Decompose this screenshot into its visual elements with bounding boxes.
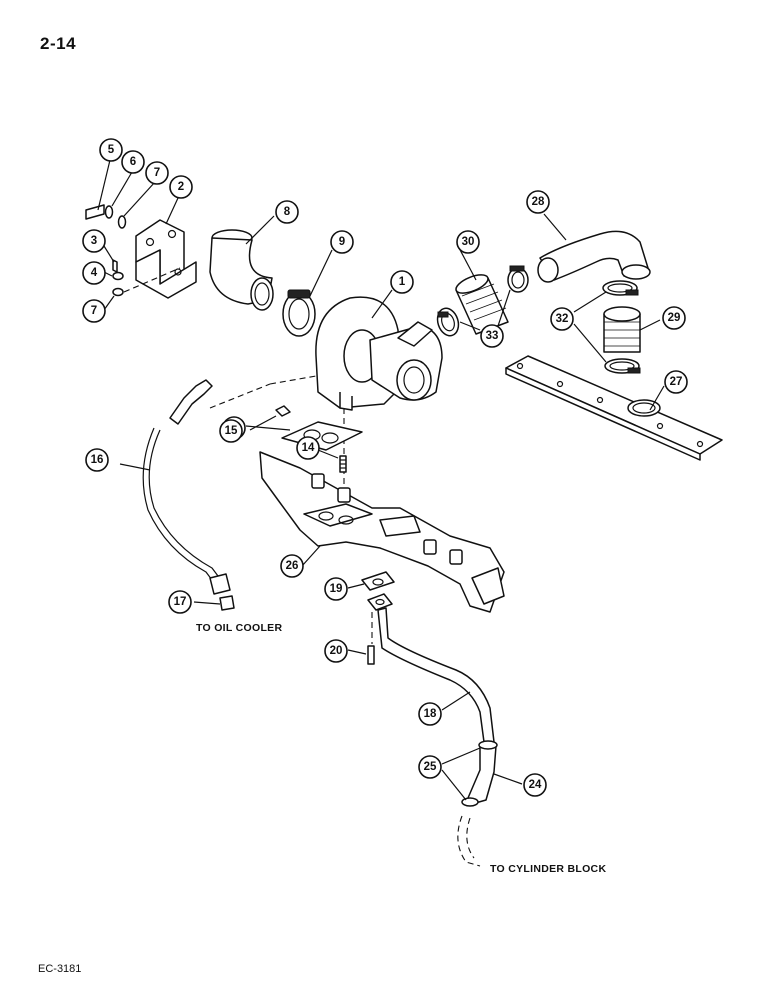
svg-text:8: 8 bbox=[284, 206, 291, 218]
callout-33: 33 bbox=[480, 324, 504, 348]
intake-manifold-cover bbox=[505, 355, 723, 461]
svg-text:17: 17 bbox=[174, 596, 187, 608]
callout-1: 1 bbox=[390, 270, 414, 294]
page-number: 2-14 bbox=[40, 34, 77, 53]
callout-4: 4 bbox=[82, 261, 106, 285]
svg-text:1: 1 bbox=[399, 276, 406, 288]
note-to-oil-cooler: TO OIL COOLER bbox=[196, 622, 283, 634]
callout-6: 6 bbox=[121, 150, 145, 174]
v-band-clamp bbox=[282, 289, 316, 337]
intake-hose bbox=[455, 274, 509, 335]
oil-supply-line bbox=[142, 379, 235, 611]
svg-text:6: 6 bbox=[130, 156, 136, 168]
drain-bolt bbox=[367, 612, 375, 665]
svg-text:9: 9 bbox=[339, 236, 345, 248]
callout-26: 26 bbox=[280, 554, 304, 578]
callout-29: 29 bbox=[662, 306, 686, 330]
callout-25: 25 bbox=[418, 755, 442, 779]
intake-elbow bbox=[209, 229, 274, 311]
callout-19: 19 bbox=[324, 577, 348, 601]
callout-20: 20 bbox=[324, 639, 348, 663]
callout-28: 28 bbox=[526, 190, 550, 214]
tube-clamps bbox=[602, 280, 641, 374]
callout-17: 17 bbox=[168, 590, 192, 614]
svg-text:7: 7 bbox=[91, 305, 97, 317]
note-to-cylinder-block: TO CYLINDER BLOCK bbox=[490, 863, 607, 875]
svg-text:30: 30 bbox=[462, 236, 475, 248]
svg-text:3: 3 bbox=[91, 235, 97, 247]
svg-text:2: 2 bbox=[178, 181, 184, 193]
svg-text:28: 28 bbox=[532, 196, 545, 208]
callout-5: 5 bbox=[99, 138, 123, 162]
svg-text:4: 4 bbox=[91, 267, 98, 279]
svg-text:7: 7 bbox=[154, 167, 160, 179]
figure-code: EC-3181 bbox=[38, 963, 82, 975]
callout-7-bottom: 7 bbox=[82, 299, 106, 323]
mounting-bracket bbox=[135, 219, 197, 299]
stud bbox=[339, 455, 347, 473]
intake-tube-elbow bbox=[537, 230, 651, 283]
callout-16: 16 bbox=[85, 448, 109, 472]
svg-text:19: 19 bbox=[330, 583, 343, 595]
drain-hose bbox=[457, 740, 498, 867]
callout-3: 3 bbox=[82, 229, 106, 253]
callout-18: 18 bbox=[418, 702, 442, 726]
callout-2: 2 bbox=[169, 175, 193, 199]
leader-lines bbox=[97, 159, 665, 801]
callout-9: 9 bbox=[330, 230, 354, 254]
drain-flange bbox=[367, 593, 393, 611]
callout-14: 14 bbox=[296, 436, 320, 460]
callout-27: 27 bbox=[664, 370, 688, 394]
svg-text:18: 18 bbox=[424, 708, 437, 720]
callout-15-main: 15 bbox=[219, 419, 243, 443]
svg-text:24: 24 bbox=[529, 779, 542, 791]
svg-text:25: 25 bbox=[424, 761, 437, 773]
exhaust-manifold bbox=[259, 451, 505, 613]
svg-text:15: 15 bbox=[225, 425, 238, 437]
callout-24: 24 bbox=[523, 773, 547, 797]
drain-gasket bbox=[361, 571, 395, 591]
svg-text:33: 33 bbox=[486, 330, 499, 342]
svg-text:14: 14 bbox=[302, 442, 315, 454]
svg-text:20: 20 bbox=[330, 645, 343, 657]
svg-text:26: 26 bbox=[286, 560, 299, 572]
svg-text:27: 27 bbox=[670, 376, 683, 388]
tube-hose bbox=[603, 306, 641, 353]
turbo-gasket bbox=[281, 421, 363, 451]
svg-text:16: 16 bbox=[91, 454, 104, 466]
turbocharger bbox=[209, 296, 443, 494]
callout-7-top: 7 bbox=[145, 161, 169, 185]
svg-text:29: 29 bbox=[668, 312, 681, 324]
callout-30: 30 bbox=[456, 230, 480, 254]
callout-32: 32 bbox=[550, 307, 574, 331]
hose-clamps bbox=[436, 265, 529, 337]
svg-text:5: 5 bbox=[108, 144, 115, 156]
svg-text:32: 32 bbox=[556, 313, 569, 325]
callout-8: 8 bbox=[275, 200, 299, 224]
bolt-washer-set bbox=[85, 204, 181, 297]
nut bbox=[275, 405, 291, 417]
